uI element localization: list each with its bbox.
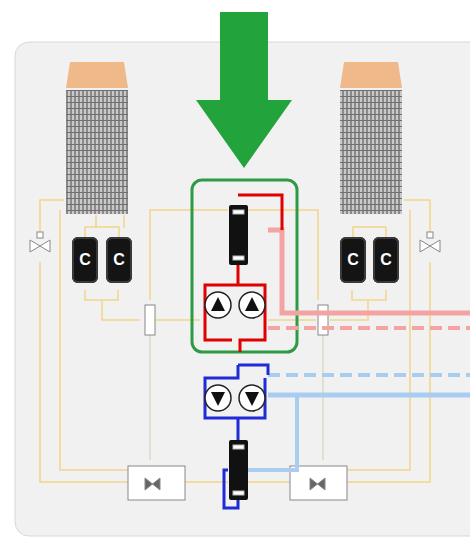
- suction-pipe: [85, 227, 119, 237]
- refrigerant-pipes: [40, 200, 430, 482]
- compressor-label: C: [79, 252, 91, 268]
- pump-symbol: [205, 385, 265, 411]
- compressor-box: C: [373, 237, 399, 283]
- compressor-label: C: [380, 252, 392, 268]
- compressor-label: C: [113, 252, 125, 268]
- hot-circuit: [205, 195, 282, 352]
- valve-symbol: [30, 232, 440, 500]
- heat-exchanger-plates: [233, 445, 244, 495]
- suction-pipe: [353, 227, 386, 237]
- pump-symbol: [205, 292, 265, 318]
- heat-exchanger: [229, 440, 248, 500]
- compressor-label: C: [347, 252, 359, 268]
- heat-exchanger-plates: [233, 210, 244, 260]
- water-lines: [248, 230, 470, 470]
- compressor-box: C: [72, 237, 98, 283]
- cold-circuit: [205, 365, 268, 508]
- highlight-arrow: [196, 12, 292, 168]
- compressor-box: C: [340, 237, 366, 283]
- heat-exchanger: [229, 205, 248, 265]
- compressor-box: C: [106, 237, 132, 283]
